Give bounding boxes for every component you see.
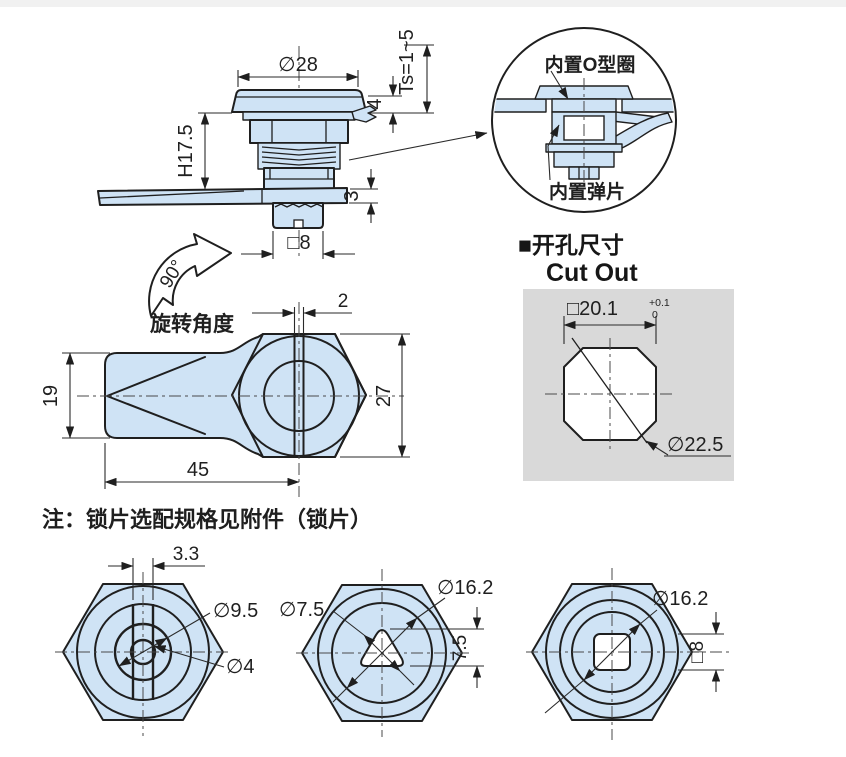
lock-cap xyxy=(231,89,367,113)
dim-label: ∅28 xyxy=(278,54,318,76)
dim-label: ∅16.2 xyxy=(437,577,493,599)
dim-diameter-28: ∅28 xyxy=(237,54,359,87)
oring-leader xyxy=(550,70,569,100)
dim-slot-2: 2 xyxy=(252,291,352,334)
rotation-arrow xyxy=(148,233,232,317)
dim-label: 19 xyxy=(40,385,62,407)
spring-label: 内置弹片 xyxy=(549,180,625,203)
dim-label: 7.5 xyxy=(450,635,471,661)
panel-left xyxy=(494,98,547,113)
thread-lines xyxy=(261,146,337,166)
dim-label: 2 xyxy=(338,291,349,312)
dim-label: ∅4 xyxy=(226,656,255,678)
head-view-square: ∅16.2 □8 xyxy=(526,568,730,740)
dim-shaft-square: □8 xyxy=(241,231,355,259)
top-strip xyxy=(0,0,846,7)
dim-label: ∅9.5 xyxy=(213,600,258,622)
rotation-annotation: 90° 旋转角度 xyxy=(148,233,234,336)
detail-view: 内置O型圈 内置弹片 xyxy=(491,27,677,213)
dim-d162: ∅16.2 xyxy=(544,588,708,714)
dim-label: 3.3 xyxy=(173,544,199,565)
panel-right xyxy=(621,98,674,113)
head-view-slot: 3.3 ∅9.5 ∅4 xyxy=(55,544,258,736)
rotation-label: 旋转角度 xyxy=(149,312,234,336)
dim-slot-33: 3.3 xyxy=(108,544,205,600)
dim-label: Ts=1~5 xyxy=(396,29,418,95)
dim-label: ∅16.2 xyxy=(652,588,708,610)
dim-cutout-square: □20.1 +0.1 0 xyxy=(563,297,670,344)
side-view: ∅28 4 Ts=1~5 H17.5 3 xyxy=(97,29,488,259)
dim-label: 27 xyxy=(373,385,395,407)
tolerance-upper: +0.1 xyxy=(649,297,670,309)
front-hexagon xyxy=(231,333,367,458)
dim-body-height: H17.5 xyxy=(175,112,232,190)
dim-length-45: 45 xyxy=(104,443,300,489)
dim-label: 3 xyxy=(341,190,363,201)
dim-label: ∅7.5 xyxy=(279,599,324,621)
dim-plate-thickness: 3 xyxy=(341,169,378,223)
lever-silhouette xyxy=(104,333,367,458)
note-text: 注：锁片选配规格见附件（锁片） xyxy=(42,507,372,532)
cutout-section: ■开孔尺寸 Cut Out □20.1 +0.1 0 ∅22.5 xyxy=(518,232,734,481)
dim-label: □8 xyxy=(287,232,310,254)
hex-nut xyxy=(249,119,349,144)
dim-lever-19: 19 xyxy=(40,352,110,439)
cap-flange xyxy=(242,111,356,121)
front-view: 2 19 27 45 xyxy=(40,291,410,497)
dim-label: H17.5 xyxy=(175,124,197,177)
cam-lever-side xyxy=(97,187,348,206)
cutout-title-en: Cut Out xyxy=(546,259,638,287)
dim-label: ∅22.5 xyxy=(667,434,723,456)
dim-label: □8 xyxy=(687,641,708,663)
cutout-title-cn: ■开孔尺寸 xyxy=(518,232,624,258)
dim-height-75: 7.5 xyxy=(390,607,484,688)
retainer-clip xyxy=(351,105,377,123)
shaft-end xyxy=(272,202,324,229)
dim-cutout-diameter: ∅22.5 xyxy=(645,434,731,457)
dim-label: □20.1 xyxy=(567,298,618,320)
dim-label: 4 xyxy=(364,98,386,109)
detail-leader-arrow xyxy=(348,131,488,161)
dim-square-8: □8 xyxy=(678,612,724,692)
tolerance-lower: 0 xyxy=(652,309,658,321)
spring-leader xyxy=(547,124,560,181)
dim-d95: ∅9.5 xyxy=(118,600,258,667)
dim-d4: ∅4 xyxy=(153,645,255,678)
oring-label: 内置O型圈 xyxy=(545,53,636,76)
head-view-triangle: ∅7.5 ∅16.2 7.5 xyxy=(279,569,493,737)
dim-d162: ∅16.2 xyxy=(332,577,493,703)
diagonal-construction-line xyxy=(571,337,648,444)
dim-panel-thickness: Ts=1~5 xyxy=(396,29,434,114)
dim-label: 45 xyxy=(187,459,209,481)
shaft-notch xyxy=(293,219,304,229)
dim-head-27: 27 xyxy=(340,333,410,458)
